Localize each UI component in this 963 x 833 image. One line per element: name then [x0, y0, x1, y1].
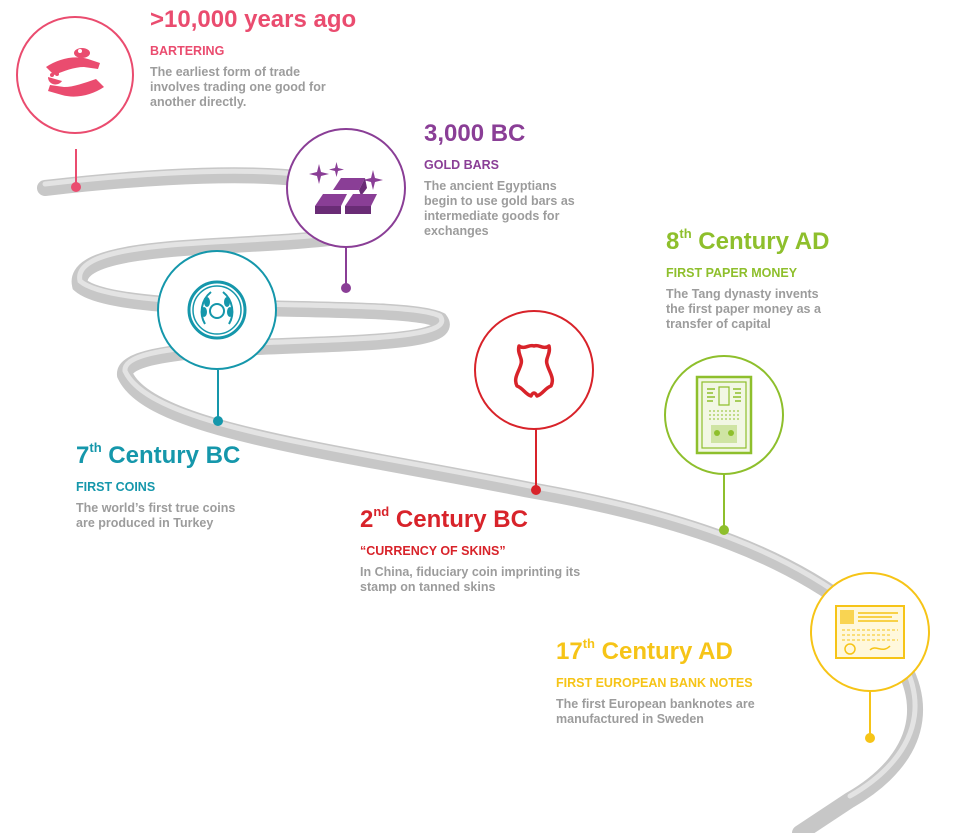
milestone-description: The earliest form of trade involves trad… — [150, 65, 326, 109]
milestone-description: The world’s first true coins are produce… — [76, 501, 236, 530]
milestone-circle-gold-bars — [286, 128, 406, 248]
milestone-label-first-paper-money: 8th Century AD FIRST PAPER MONEY The Tan… — [666, 226, 866, 332]
milestone-circle-bartering — [16, 16, 134, 134]
timeline-dot-gold-bars — [341, 283, 351, 293]
paper-money-icon — [695, 375, 753, 455]
milestone-heading: FIRST EUROPEAN BANK NOTES — [556, 676, 753, 690]
timeline-pin-currency-of-skins — [535, 426, 537, 488]
gold-bars-icon — [309, 162, 383, 214]
timeline-pin-first-european-bank-notes — [869, 690, 871, 736]
milestone-label-gold-bars: 3,000 BC GOLD BARS The ancient Egyptians… — [424, 120, 594, 239]
milestone-label-first-european-bank-notes: 17th Century AD FIRST EUROPEAN BANK NOTE… — [556, 636, 806, 727]
milestone-heading: BARTERING — [150, 44, 225, 58]
milestone-circle-first-paper-money — [664, 355, 784, 475]
leather-hide-icon — [513, 343, 555, 398]
timeline-dot-bartering — [71, 182, 81, 192]
milestone-era: 8th Century AD — [666, 226, 830, 255]
milestone-description: In China, fiduciary coin imprinting its … — [360, 565, 581, 594]
milestone-description: The Tang dynasty invents the first paper… — [666, 287, 821, 331]
timeline-dot-first-coins — [213, 416, 223, 426]
milestone-era: >10,000 years ago — [150, 6, 357, 33]
timeline-dot-first-european-bank-notes — [865, 733, 875, 743]
milestone-era: 7th Century BC — [76, 440, 241, 469]
milestone-circle-first-coins — [157, 250, 277, 370]
timeline-dot-currency-of-skins — [531, 485, 541, 495]
milestone-heading: GOLD BARS — [424, 158, 499, 172]
banknote-icon — [835, 605, 905, 659]
timeline-pin-bartering — [75, 149, 77, 187]
timeline-pin-first-coins — [217, 370, 219, 420]
timeline-pin-first-paper-money — [723, 472, 725, 528]
milestone-era: 2nd Century BC — [360, 504, 528, 533]
ancient-coin-icon — [187, 280, 247, 340]
milestone-circle-first-european-bank-notes — [810, 572, 930, 692]
milestone-circle-currency-of-skins — [474, 310, 594, 430]
milestone-era: 17th Century AD — [556, 636, 733, 665]
hands-exchanging-goods-icon — [46, 48, 104, 97]
milestone-heading: FIRST PAPER MONEY — [666, 266, 798, 280]
milestone-label-bartering: >10,000 years ago BARTERING The earliest… — [150, 6, 360, 110]
milestone-label-first-coins: 7th Century BC FIRST COINS The world’s f… — [76, 440, 276, 531]
milestone-description: The ancient Egyptians begin to use gold … — [424, 179, 575, 238]
milestone-heading: FIRST COINS — [76, 480, 156, 494]
milestone-heading: “CURRENCY OF SKINS” — [360, 544, 506, 558]
timeline-pin-gold-bars — [345, 246, 347, 286]
timeline-dot-first-paper-money — [719, 525, 729, 535]
milestone-era: 3,000 BC — [424, 120, 526, 147]
milestone-description: The first European banknotes are manufac… — [556, 697, 755, 726]
milestone-label-currency-of-skins: 2nd Century BC “CURRENCY OF SKINS” In Ch… — [360, 504, 600, 595]
